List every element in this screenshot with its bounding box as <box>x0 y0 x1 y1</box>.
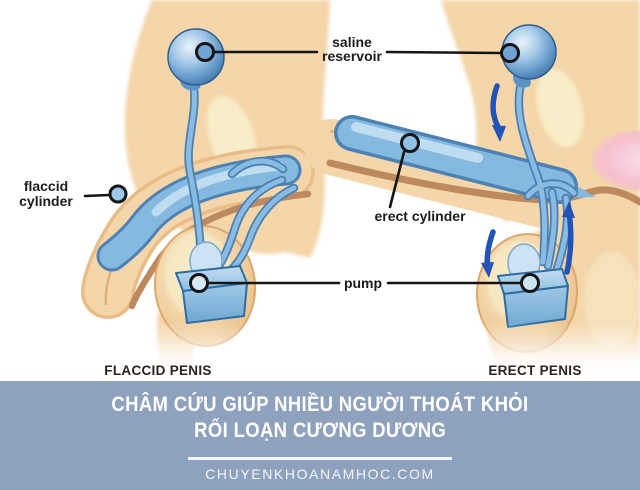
callout-ring <box>520 273 540 293</box>
label-text: flaccid <box>24 178 68 194</box>
banner-heading-line2: RỐI LOẠN CƯƠNG DƯƠNG <box>194 419 446 442</box>
callout-ring <box>500 43 520 63</box>
implant-tubing <box>514 75 579 277</box>
label-line <box>385 50 503 55</box>
label-erect-cylinder: erect cylinder <box>374 208 466 224</box>
label-text: reservoir <box>322 48 382 64</box>
pubic-highlight <box>536 68 584 148</box>
banner-divider <box>188 457 452 460</box>
callout-ring <box>195 42 215 62</box>
pink-tissue <box>592 130 640 190</box>
pump-device <box>497 243 569 328</box>
implant-tubing <box>184 77 299 275</box>
flaccid-cylinder-highlight <box>151 161 285 217</box>
label-line <box>388 150 406 209</box>
label-line <box>83 193 111 198</box>
callout-ring <box>400 133 420 153</box>
saline-reservoir <box>501 24 557 88</box>
callouts: saline reservoir flaccid cylinder erect … <box>19 34 581 378</box>
label-text: saline <box>332 34 372 50</box>
label-saline-reservoir: saline reservoir <box>322 34 382 64</box>
banner-heading: CHÂM CỨU GIÚP NHIỀU NGƯỜI THOÁT KHỎI RỐI… <box>0 381 640 444</box>
label-text: cylinder <box>19 193 73 209</box>
erect-cylinder-fill <box>337 118 575 201</box>
flow-arrow-up-icon <box>564 210 574 275</box>
bottom-fade <box>0 322 640 381</box>
banner: CHÂM CỨU GIÚP NHIỀU NGƯỜI THOÁT KHỎI RỐI… <box>0 381 640 490</box>
banner-heading-line1: CHÂM CỨU GIÚP NHIỀU NGƯỜI THOÁT KHỎI <box>111 393 529 416</box>
caption-flaccid-penis: FLACCID PENIS <box>104 363 211 378</box>
callout-ring <box>189 273 209 293</box>
saline-reservoir <box>167 28 225 91</box>
caption-erect-penis: ERECT PENIS <box>488 363 581 378</box>
flaccid-figure <box>81 0 330 372</box>
label-pump: pump <box>344 275 382 291</box>
callout-ring <box>108 184 128 204</box>
erect-figure <box>304 0 640 372</box>
penile-implant-illustration: saline reservoir flaccid cylinder erect … <box>0 0 640 381</box>
label-flaccid-cylinder: flaccid cylinder <box>19 178 73 209</box>
fluid-flow-arrows <box>481 83 575 278</box>
website-text: CHUYENKHOANAMHOC.COM <box>205 466 435 482</box>
